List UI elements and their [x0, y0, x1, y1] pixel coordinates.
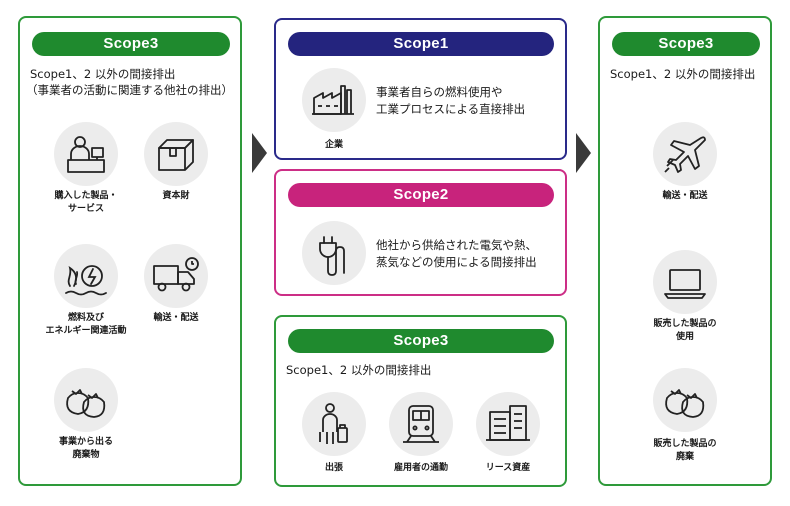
waste-bags-icon [653, 368, 717, 432]
delivery-truck-icon [144, 244, 208, 308]
box-icon [144, 122, 208, 186]
scope2-desc-line1: 他社から供給された電気や熱、 [376, 238, 537, 252]
end-of-life-label-2: 廃棄 [675, 452, 694, 462]
scope1-desc-line1: 事業者自らの燃料使用や [376, 85, 503, 99]
fuel-energy-icon [54, 244, 118, 308]
waste-bags-icon [54, 368, 118, 432]
waste-label-2: 廃棄物 [72, 450, 100, 460]
center-scope3-title: Scope3 [288, 329, 554, 353]
center-scope3-panel: Scope3 Scope1、2 以外の間接排出 出張 雇用者の通勤 [274, 315, 567, 487]
waste-label-1: 事業から出る [58, 437, 113, 447]
fuel-energy-label-1: 燃料及び [67, 313, 104, 323]
scope2-panel: Scope2 他社から供給された電気や熱、 蒸気などの使用による間接排出 [274, 169, 567, 296]
downstream-scope3-desc: Scope1、2 以外の間接排出 [610, 67, 756, 81]
scope1-panel: Scope1 企業 事業者自らの燃料使用や 工業プロセスによる直接排出 [274, 18, 567, 160]
capital-goods-label: 資本財 [162, 191, 190, 201]
business-travel-label: 出張 [324, 463, 343, 473]
upstream-scope3-title: Scope3 [32, 32, 230, 56]
upstream-scope3-panel: Scope3 Scope1、2 以外の間接排出 （事業者の活動に関連する他社の排… [18, 16, 242, 486]
downstream-scope3-title: Scope3 [612, 32, 760, 56]
purchased-goods-label-2: サービス [67, 204, 104, 214]
factory-icon [302, 68, 366, 132]
fuel-energy-label-2: エネルギー関連活動 [45, 326, 127, 336]
flow-arrow-right [576, 133, 591, 173]
scope2-title: Scope2 [288, 183, 554, 207]
leased-assets-label: リース資産 [485, 463, 531, 473]
upstream-scope3-desc-line2: （事業者の活動に関連する他社の排出） [26, 83, 233, 97]
business-traveler-icon [302, 392, 366, 456]
downstream-transport-label: 輸送・配送 [662, 191, 708, 201]
power-plug-icon [302, 221, 366, 285]
use-of-sold-products-label-1: 販売した製品の [653, 319, 717, 329]
scope1-desc-line2: 工業プロセスによる直接排出 [376, 102, 526, 116]
leased-building-icon [476, 392, 540, 456]
use-of-sold-products-label-2: 使用 [675, 332, 694, 342]
laptop-icon [653, 250, 717, 314]
transport-label: 輸送・配送 [153, 313, 199, 323]
airplane-icon [653, 122, 717, 186]
scope2-desc-line2: 蒸気などの使用による間接排出 [376, 255, 537, 269]
upstream-scope3-desc-line1: Scope1、2 以外の間接排出 [30, 67, 176, 81]
scope1-title: Scope1 [288, 32, 554, 56]
train-icon [389, 392, 453, 456]
purchased-goods-label-1: 購入した製品・ [54, 191, 118, 201]
center-scope3-desc: Scope1、2 以外の間接排出 [286, 363, 432, 377]
downstream-scope3-panel: Scope3 Scope1、2 以外の間接排出 輸送・配送 販売した製品の 使用… [598, 16, 772, 486]
cashier-icon [54, 122, 118, 186]
end-of-life-label-1: 販売した製品の [653, 439, 717, 449]
commuting-label: 雇用者の通勤 [393, 463, 448, 473]
company-label: 企業 [324, 140, 343, 150]
flow-arrow-left [252, 133, 267, 173]
